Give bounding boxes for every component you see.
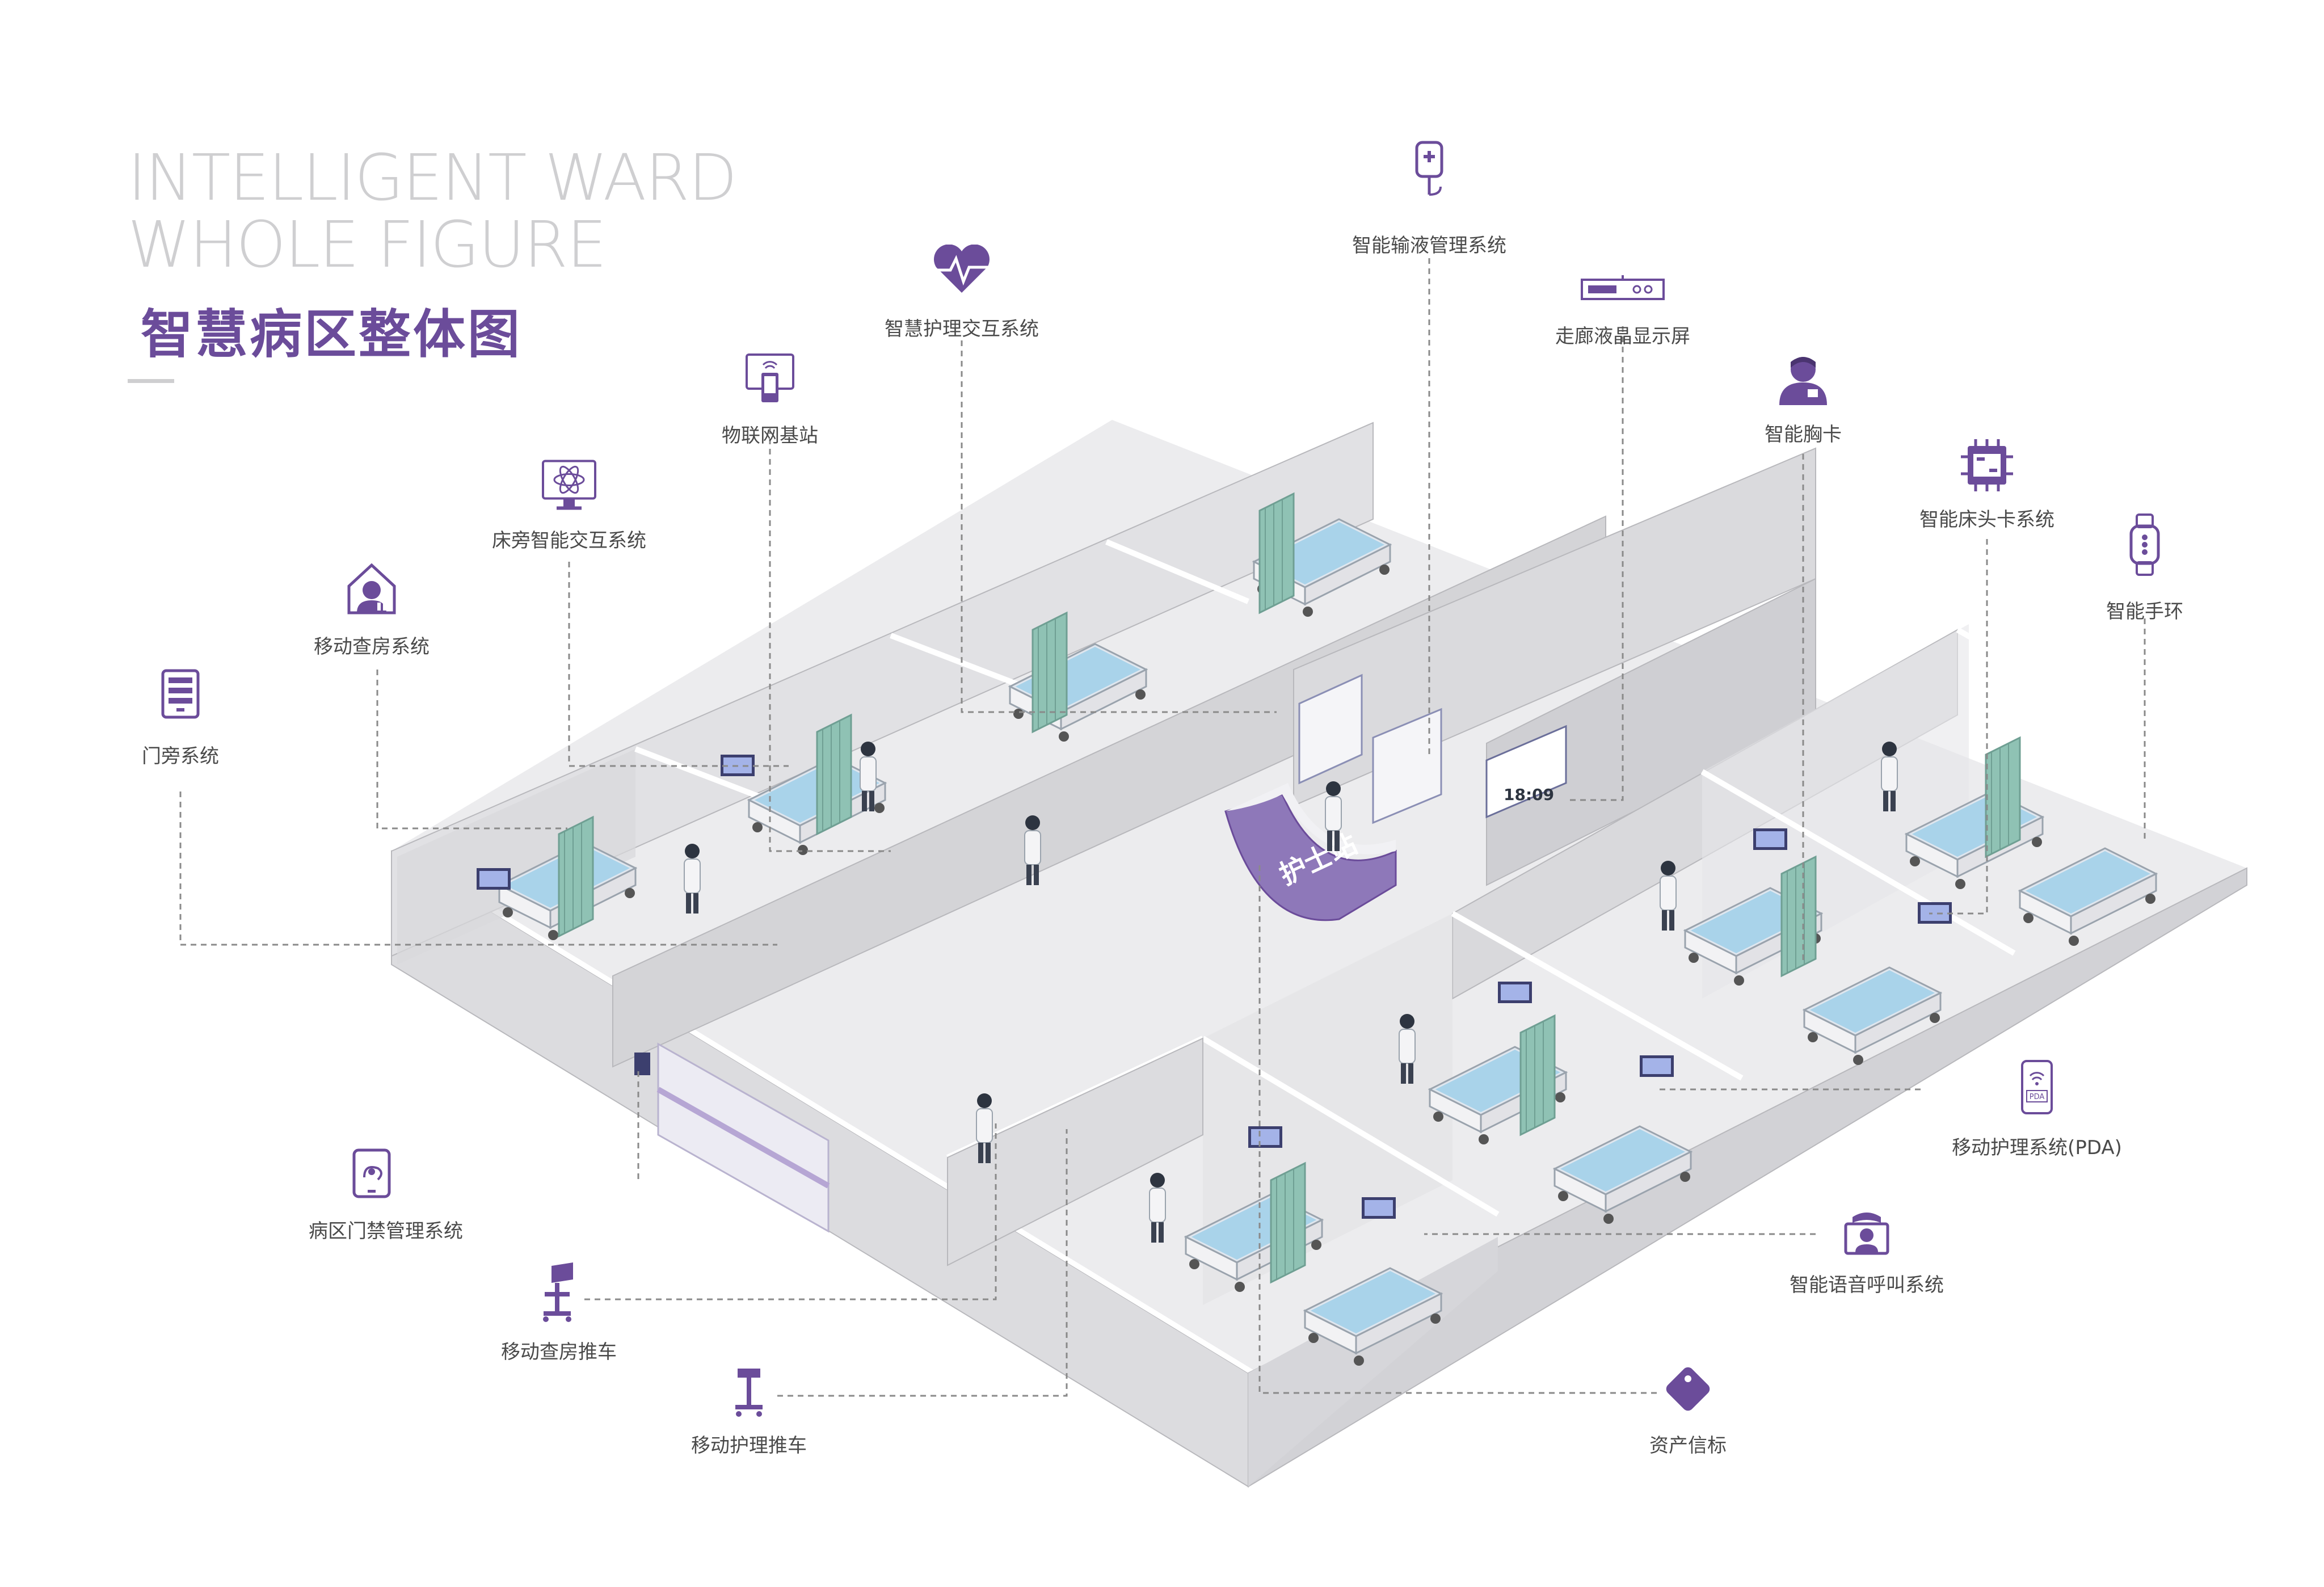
asset-tag-icon xyxy=(1660,1361,1716,1420)
wristband-icon xyxy=(2128,513,2162,578)
heart-pulse-icon xyxy=(931,244,993,298)
voice-call-label: 智能语音呼叫系统 xyxy=(1790,1274,1944,1296)
door-panel-icon xyxy=(161,668,200,722)
nurse-avatar-icon xyxy=(1775,350,1832,409)
pda-icon: PDA xyxy=(2020,1059,2054,1118)
bedhead-card-label: 智能床头卡系统 xyxy=(1919,508,2054,531)
corridor-lcd xyxy=(1485,725,1567,819)
title-english-line2: WHOLE FIGURE xyxy=(128,208,607,282)
atom-monitor-icon xyxy=(541,459,597,515)
iot-tablet-icon xyxy=(744,352,795,406)
corridor-lcd-label: 走廊液晶显示屏 xyxy=(1555,325,1690,348)
lcd-display-icon xyxy=(1580,274,1665,305)
asset-tag-label: 资产信标 xyxy=(1649,1434,1727,1457)
pda-screen-text: PDA xyxy=(2030,1093,2045,1101)
nurse-station-desk xyxy=(1224,793,1397,921)
chip-icon xyxy=(1959,437,2015,496)
title-english: INTELLIGENT WARD WHOLE FIGURE xyxy=(128,141,737,282)
title-divider xyxy=(128,379,174,383)
nurse-call-icon xyxy=(1841,1206,1892,1259)
door-side-label: 门旁系统 xyxy=(142,745,219,768)
nursing-interaction-label: 智慧护理交互系统 xyxy=(885,318,1039,340)
corridor-lcd-time: 18:09 xyxy=(1504,785,1554,804)
rounds-cart-label: 移动查房推车 xyxy=(501,1341,617,1363)
nursing-cart-label: 移动护理推车 xyxy=(691,1434,807,1457)
mobile-rounds-label: 移动查房系统 xyxy=(314,635,430,658)
leader-lines xyxy=(179,258,2146,1397)
iv-bag-icon xyxy=(1412,138,1446,203)
pda-label: 移动护理系统(PDA) xyxy=(1952,1136,2122,1159)
nursing-cart-icon xyxy=(732,1366,766,1420)
title-chinese: 智慧病区整体图 xyxy=(141,304,523,365)
bedside-interaction-label: 床旁智能交互系统 xyxy=(492,529,646,552)
rounds-cart-icon xyxy=(539,1261,579,1326)
outer-wall-back xyxy=(391,422,1374,957)
infusion-system-label: 智能输液管理系统 xyxy=(1352,234,1506,257)
iot-station-label: 物联网基站 xyxy=(722,424,818,447)
access-control-label: 病区门禁管理系统 xyxy=(309,1220,463,1243)
badge-label: 智能胸卡 xyxy=(1765,423,1842,446)
house-chart-icon xyxy=(343,561,400,620)
title-english-line1: INTELLIGENT WARD xyxy=(128,141,737,215)
wristband-label: 智能手环 xyxy=(2106,600,2183,623)
access-tablet-icon xyxy=(352,1148,391,1201)
